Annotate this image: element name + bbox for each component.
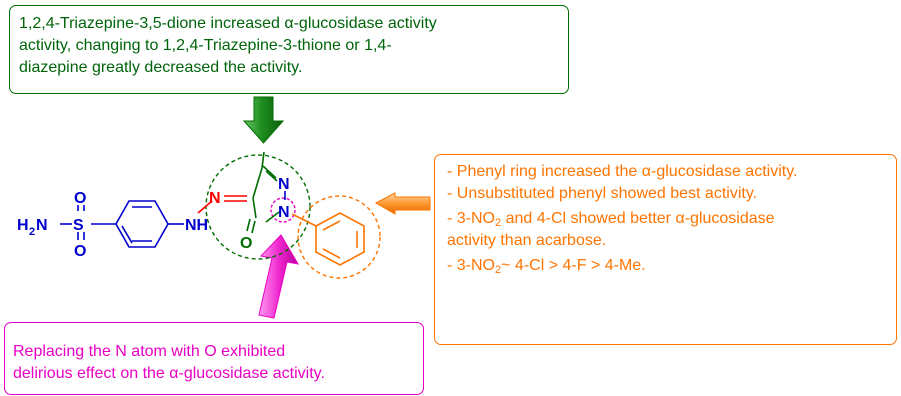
ring-nitrogen-highlight — [270, 197, 296, 223]
green-down-arrow — [242, 96, 285, 144]
oxygen-note-line-2: delirious effect on the α-glucosidase ac… — [13, 365, 325, 382]
atom-nh: NH — [185, 217, 208, 234]
triazepine-note-line-3: diazepine greatly decreased the activity… — [19, 59, 303, 76]
oxygen-replacement-note-box: Replacing the N atom with O exhibited de… — [4, 322, 424, 395]
phenyl-note-line-1: - Phenyl ring increased the α-glucosidas… — [447, 163, 798, 180]
green-ring-bonds — [246, 151, 280, 234]
phenyl-ring-highlight — [297, 195, 381, 279]
atom-sulfur: S — [73, 217, 84, 234]
triazepine-note-line-2: activity, changing to 1,2,4-Triazepine-3… — [19, 37, 392, 54]
triazepine-note-box: 1,2,4-Triazepine-3,5-dione increased α-g… — [9, 5, 569, 94]
phenyl-note-line-5: - 3-NO2~ 4-Cl > 4-F > 4-Me. — [447, 257, 646, 276]
atom-h2n-h: H — [17, 217, 29, 234]
red-hydrazone-bonds — [197, 195, 247, 214]
atom-carbonyl-oxygen: O — [240, 235, 252, 252]
magenta-up-arrow — [258, 234, 299, 319]
atom-oxygen-bottom: O — [74, 243, 86, 260]
phenyl-note-line-4: activity than acarbose. — [447, 232, 607, 249]
triazepine-note-line-1: 1,2,4-Triazepine-3,5-dione increased α-g… — [19, 15, 437, 32]
blue-bonds — [60, 200, 184, 248]
orange-phenyl-bonds — [291, 212, 365, 266]
ring-double-bond-left — [121, 225, 133, 244]
orange-left-arrow — [374, 192, 431, 215]
atom-ring-nitrogen-top: N — [278, 176, 290, 193]
phenyl-note-line-2: - Unsubstituted phenyl showed best activ… — [447, 185, 758, 202]
atom-h2n-sub: 2 — [29, 226, 35, 238]
atom-imine-nitrogen: N — [209, 190, 221, 207]
atom-ring-nitrogen: N — [278, 204, 290, 221]
atom-h2n-n: N — [36, 217, 48, 234]
oxygen-note-line-1: Replacing the N atom with O exhibited — [13, 343, 286, 360]
atom-oxygen-top: O — [74, 190, 86, 207]
phenyl-note-line-3: - 3-NO2 and 4-Cl showed better α-glucosi… — [447, 210, 775, 229]
phenyl-note-box: - Phenyl ring increased the α-glucosidas… — [434, 154, 897, 345]
